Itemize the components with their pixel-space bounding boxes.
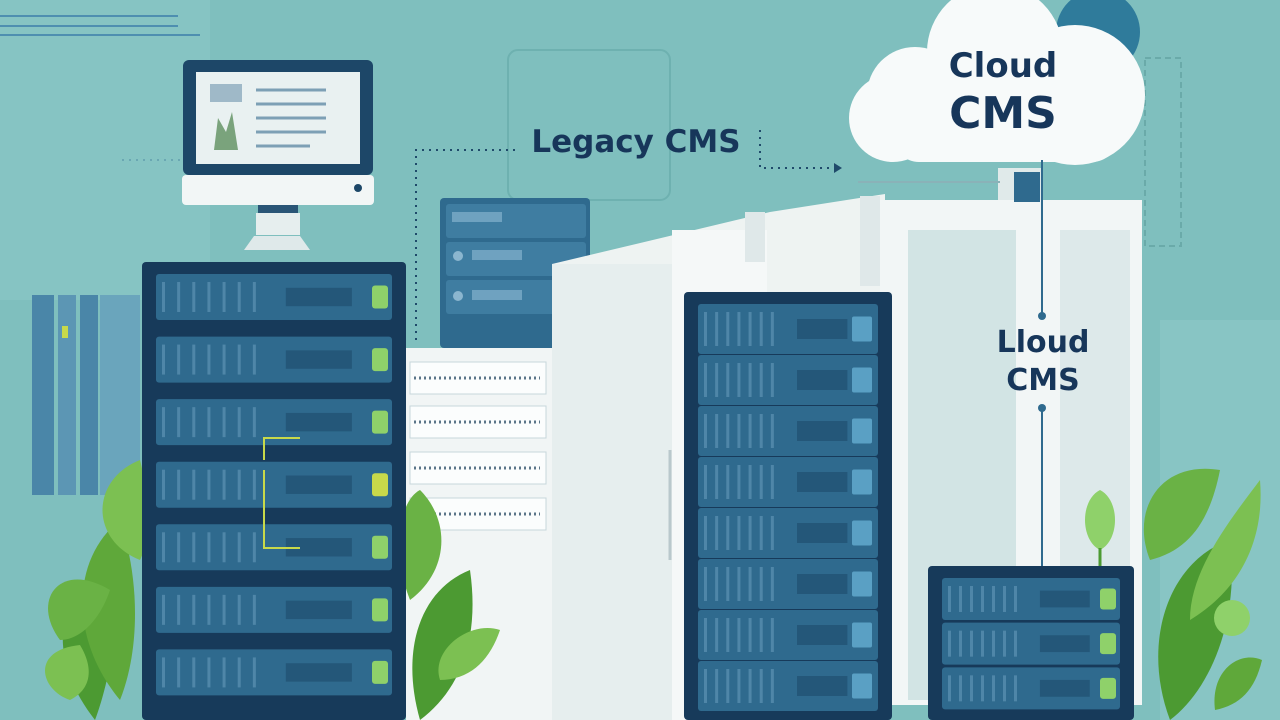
server-unit [942,622,1120,665]
server-rack-right [928,566,1134,720]
server-unit [156,649,392,696]
server-unit [942,667,1120,710]
decor-lines-top-left [0,15,200,36]
plant-left [45,460,148,720]
server-unit [942,578,1120,620]
server-unit [698,610,878,660]
lloud-label-line2: CMS [1006,363,1079,398]
monitor [182,60,374,250]
cloud [849,0,1145,165]
server-unit [698,661,878,711]
cloud-connector [1038,160,1046,570]
server-unit [156,399,392,446]
arrow-head [834,163,842,173]
server-unit [698,355,878,405]
lloud-label-line1: Lloud [997,325,1090,360]
server-unit [698,559,878,609]
faint-outline-right [1144,57,1182,247]
server-unit [156,336,392,383]
server-unit [156,461,392,508]
server-rack-left [142,262,406,720]
side-panel-left [32,295,140,495]
cloud-label-line2: CMS [949,88,1057,139]
legacy-cms-label: Legacy CMS [531,124,740,160]
server-unit [698,406,878,456]
bg-panel-left [0,0,210,300]
server-rack-middle [684,292,892,720]
server-unit [698,304,878,354]
cloud-label-line1: Cloud [949,46,1058,86]
cable-line [263,470,300,549]
plant-right [1085,468,1262,720]
connector-lines [122,130,838,340]
server-unit [156,274,392,320]
server-unit [698,457,878,507]
plant-mid [399,490,500,720]
server-unit [698,508,878,558]
cable-line [263,437,300,460]
server-unit [156,586,392,633]
